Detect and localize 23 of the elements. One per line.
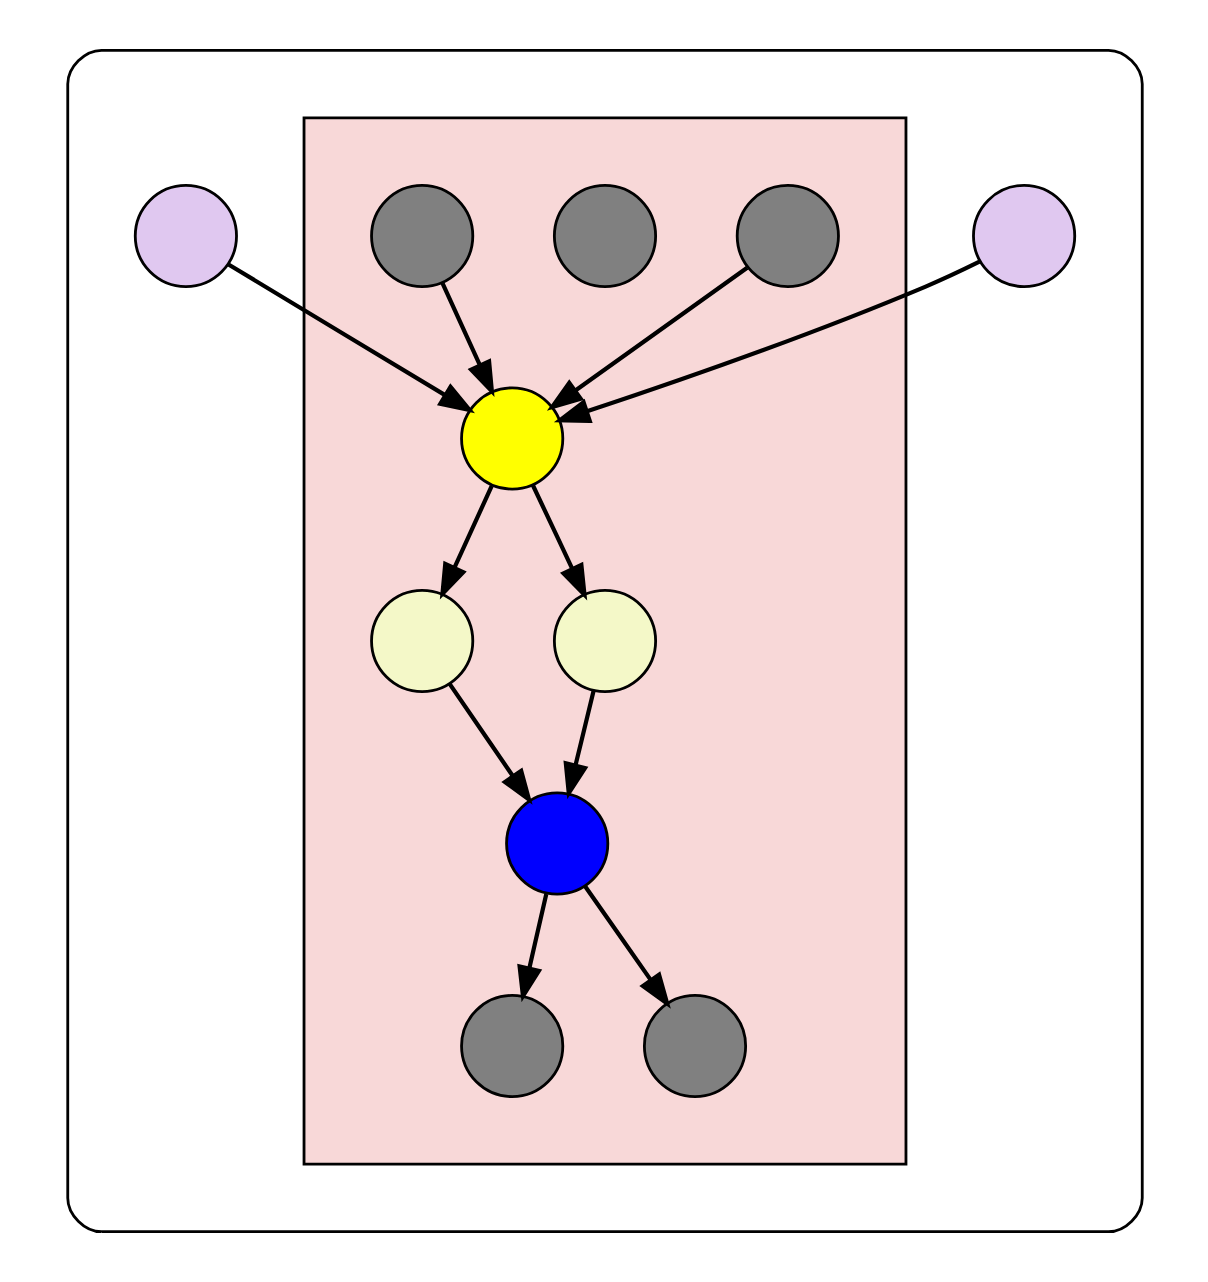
arrow	[545, 266, 748, 411]
arrow	[446, 682, 532, 805]
node-circle	[641, 994, 747, 1099]
arrow	[529, 484, 587, 601]
cluster	[65, 48, 1143, 1234]
arrow	[438, 485, 493, 600]
arrow	[552, 259, 980, 423]
arrow	[582, 885, 670, 1009]
node-circle	[551, 183, 657, 288]
arrow	[439, 282, 494, 397]
cluster	[301, 116, 907, 1166]
arrow	[516, 893, 548, 1003]
node-circle	[369, 588, 474, 694]
arrow	[226, 262, 474, 414]
node-circle	[734, 183, 839, 288]
arrow	[562, 690, 595, 800]
node-circle	[132, 183, 237, 288]
node-circle	[369, 183, 474, 288]
node-circle	[459, 386, 564, 491]
node-circle	[551, 588, 657, 694]
node-circle	[504, 791, 609, 896]
node-circle	[459, 994, 564, 1099]
node-circle	[971, 183, 1076, 288]
